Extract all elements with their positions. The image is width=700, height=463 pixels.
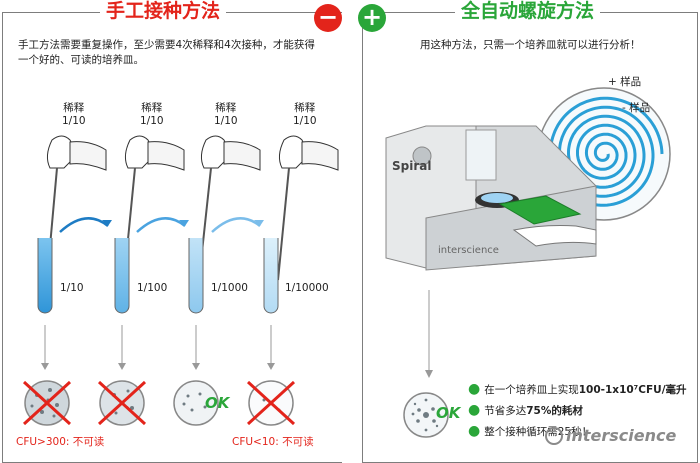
tube-ratio-2: 1/100 — [137, 282, 168, 294]
warning-too-few: CFU<10: 不可读 — [232, 436, 314, 448]
spiral-ok-label: OK — [436, 404, 461, 422]
spiral-plater-device — [385, 125, 597, 271]
tube-ratio-3: 1/1000 — [211, 282, 248, 294]
manual-method-description: 手工方法需要重复操作，至少需要4次稀释和4次接种，才能获得一个好的、可读的培养皿… — [18, 39, 315, 66]
manual-ok-label: OK — [205, 394, 230, 412]
device-maker-label: interscience — [438, 245, 499, 256]
spiral-result-plate — [403, 392, 449, 438]
minus-icon: − — [314, 4, 342, 32]
watermark-logo-icon — [545, 427, 563, 445]
sample-minus-label: - 样品 — [622, 102, 651, 114]
plus-icon: + — [358, 4, 386, 32]
device-brand-label: Spiral — [392, 159, 432, 173]
sample-plus-label: + 样品 — [608, 76, 642, 88]
spiral-method-title: 全自动螺旋方法 — [455, 0, 601, 22]
watermark-brand: interscience — [566, 426, 677, 445]
manual-method-title: 手工接种方法 — [100, 0, 227, 22]
tube-ratio-4: 1/10000 — [285, 282, 329, 294]
warning-too-many: CFU>300: 不可读 — [16, 436, 105, 448]
pipette-dilution-illustration — [22, 135, 339, 426]
spiral-method-description: 用这种方法，只需一个培养皿就可以进行分析！ — [420, 39, 641, 51]
benefit-item-1: ●在一个培养皿上实现100-1x10⁷CFU/毫升 — [468, 381, 687, 397]
tube-ratio-1: 1/10 — [60, 282, 84, 294]
benefit-item-2: ●节省多达75%的耗材 — [468, 402, 583, 418]
down-arrow-icon — [425, 290, 433, 378]
